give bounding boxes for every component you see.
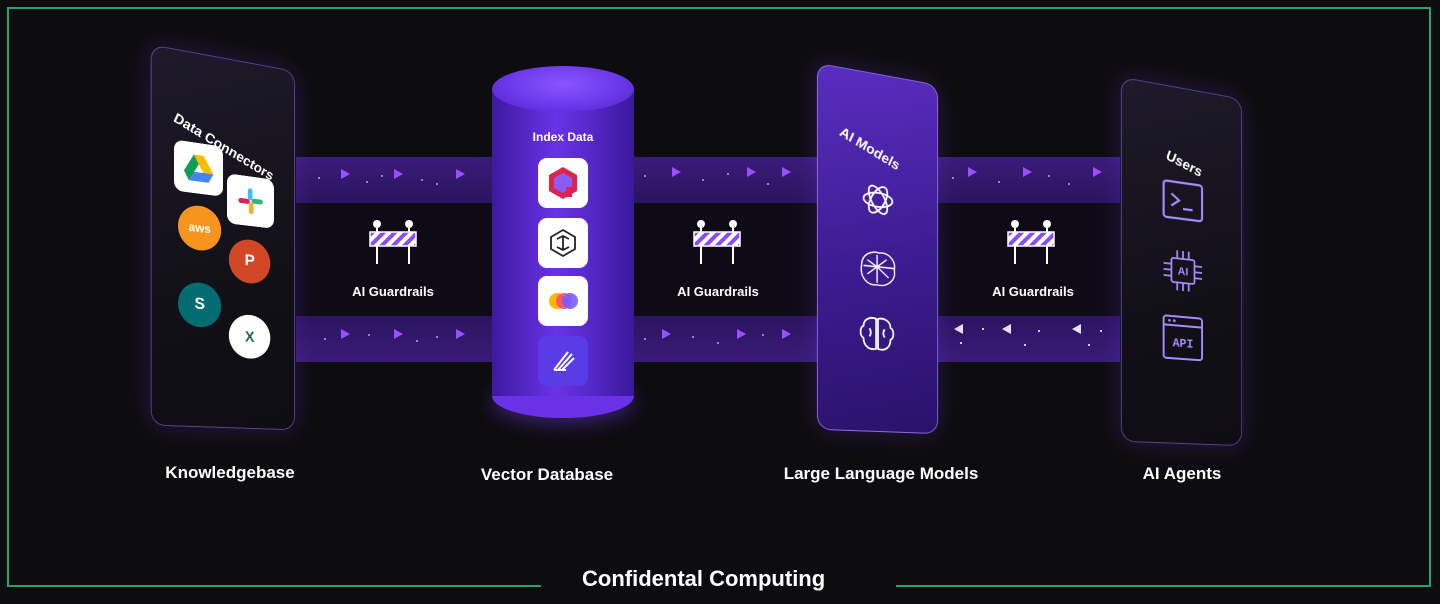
flow-arrow xyxy=(968,167,977,177)
index-data-title: Index Data xyxy=(532,130,594,144)
svg-text:API: API xyxy=(1173,336,1194,352)
flow-arrow xyxy=(394,169,403,179)
qdrant-icon xyxy=(538,158,588,208)
guardrail-label-3: AI Guardrails xyxy=(992,284,1074,299)
flow-arrow xyxy=(456,329,465,339)
frame-bottom-left-line xyxy=(7,585,541,587)
flow-arrow xyxy=(456,169,465,179)
stage-label-ai-agents: AI Agents xyxy=(1142,464,1222,483)
panel-title: Users xyxy=(1164,146,1205,180)
flow-arrow xyxy=(747,167,756,177)
barrier-icon xyxy=(693,220,741,264)
flow-arrow xyxy=(672,167,681,177)
flow-arrow xyxy=(737,329,746,339)
ai-chip-icon: AI xyxy=(1160,244,1206,297)
milvus-icon xyxy=(538,218,588,268)
flow-arrow xyxy=(1023,167,1032,177)
barrier-icon xyxy=(369,220,417,264)
svg-text:AI: AI xyxy=(1178,265,1189,278)
flow-rail-bottom xyxy=(938,316,1120,362)
flow-arrow xyxy=(341,329,350,339)
footer-title: Confidental Computing xyxy=(582,566,826,591)
barrier-icon xyxy=(1007,220,1055,264)
excel-icon: X xyxy=(228,313,271,360)
frame-top-line xyxy=(7,7,1431,9)
brain-icon xyxy=(856,311,898,358)
return-arrow xyxy=(954,324,963,334)
cylinder-top xyxy=(492,66,634,112)
panel-title: AI Models xyxy=(837,123,903,173)
flow-arrow xyxy=(394,329,403,339)
data-flow-band-2 xyxy=(632,157,822,362)
neural-network-icon xyxy=(856,244,900,293)
flow-arrow xyxy=(782,329,791,339)
guardrail-label-1: AI Guardrails xyxy=(352,284,434,299)
google-drive-icon xyxy=(173,139,224,197)
users-panel: Users AI API xyxy=(1120,76,1243,447)
flow-rail-bottom xyxy=(632,316,822,362)
data-connectors-panel: Data Connectors aws P S X xyxy=(150,44,296,431)
openai-icon xyxy=(858,176,898,223)
sharepoint-icon: S xyxy=(177,280,222,329)
data-flow-band-3 xyxy=(938,157,1120,362)
return-arrow xyxy=(1072,324,1081,334)
powerpoint-icon: P xyxy=(228,237,271,286)
frame-left-line xyxy=(7,7,9,587)
api-icon: API xyxy=(1162,313,1204,362)
frame-bottom-right-line xyxy=(896,585,1431,587)
ai-models-panel: AI Models xyxy=(816,62,939,435)
frame-right-line xyxy=(1429,7,1431,587)
stage-label-vector-database: Vector Database xyxy=(480,465,614,484)
flow-rail-top xyxy=(938,157,1120,203)
stage-label-large-language-models: Large Language Models xyxy=(783,464,979,483)
flow-arrow xyxy=(1093,167,1102,177)
terminal-icon xyxy=(1162,178,1204,224)
flow-rail-bottom xyxy=(296,316,496,362)
flow-arrow xyxy=(782,167,791,177)
pinecone-icon xyxy=(538,276,588,326)
flow-rail-top xyxy=(632,157,822,203)
slack-icon xyxy=(226,173,274,229)
flow-arrow xyxy=(341,169,350,179)
flow-arrow xyxy=(662,329,671,339)
aws-icon: aws xyxy=(177,203,222,253)
stage-label-knowledgebase: Knowledgebase xyxy=(165,463,295,482)
guardrail-label-2: AI Guardrails xyxy=(677,284,759,299)
return-arrow xyxy=(1002,324,1011,334)
data-flow-band-1 xyxy=(296,157,496,362)
weaviate-icon xyxy=(538,336,588,386)
flow-rail-top xyxy=(296,157,496,203)
